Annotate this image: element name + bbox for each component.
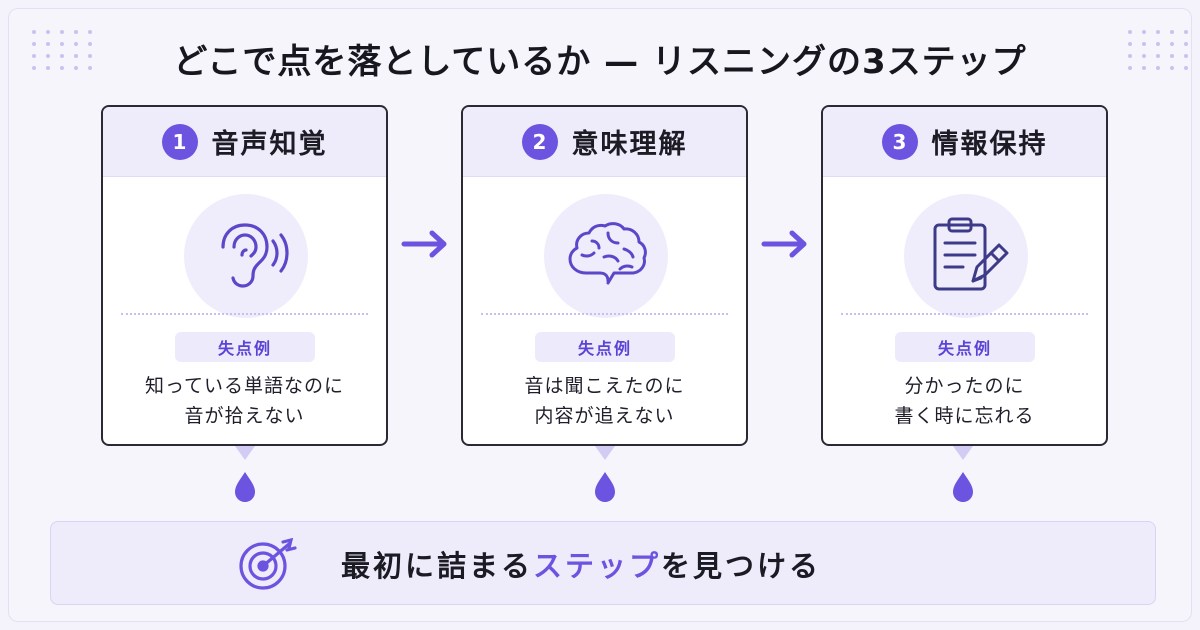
step-header: 2 意味理解 <box>463 107 746 177</box>
arrow-right-icon <box>761 230 807 258</box>
step-number: 1 <box>161 123 198 160</box>
step-number: 2 <box>521 123 558 160</box>
drop-icon <box>235 446 255 502</box>
step-header: 1 音声知覚 <box>103 107 386 177</box>
step-number: 3 <box>881 123 918 160</box>
clipboard-pencil-icon <box>904 194 1028 318</box>
desc-line: 音が拾えない <box>184 405 305 427</box>
conclusion-text-after: を見つける <box>661 549 822 583</box>
desc-line: 分かったのに <box>904 375 1025 397</box>
target-icon <box>239 538 297 590</box>
divider <box>121 313 368 315</box>
desc-line: 内容が追えない <box>534 405 675 427</box>
decor-dots-right <box>1128 30 1190 70</box>
step-header: 3 情報保持 <box>823 107 1106 177</box>
step-card-3: 3 情報保持 失点例 分かったのに 書く時に忘れる <box>821 105 1108 446</box>
step-title: 音声知覚 <box>211 129 328 160</box>
desc-line: 書く時に忘れる <box>894 405 1035 427</box>
conclusion-text-highlight: ステップ <box>533 549 662 583</box>
step-description: 音は聞こえたのに 内容が追えない <box>463 371 746 431</box>
ear-icon <box>184 194 308 318</box>
arrow-right-icon <box>401 230 447 258</box>
step-title: 意味理解 <box>571 129 688 160</box>
loss-example-badge: 失点例 <box>895 332 1035 362</box>
divider <box>841 313 1088 315</box>
step-card-2: 2 意味理解 失点例 音は聞こえたのに 内容が追えない <box>461 105 748 446</box>
desc-line: 音は聞こえたのに <box>524 375 685 397</box>
page-title: どこで点を落としているか — リスニングの3ステップ <box>173 42 1027 82</box>
brain-icon <box>544 194 668 318</box>
drop-icon <box>595 446 615 502</box>
loss-example-badge: 失点例 <box>535 332 675 362</box>
step-title: 情報保持 <box>931 129 1048 160</box>
conclusion-banner: 最初に詰まる ステップ を見つける <box>50 521 1156 605</box>
conclusion-text-before: 最初に詰まる <box>341 549 534 583</box>
conclusion-text: 最初に詰まる ステップ を見つける <box>341 522 821 606</box>
step-card-1: 1 音声知覚 失点例 知っている単語なのに 音が拾えない <box>101 105 388 446</box>
loss-example-badge: 失点例 <box>175 332 315 362</box>
divider <box>481 313 728 315</box>
step-description: 知っている単語なのに 音が拾えない <box>103 371 386 431</box>
step-description: 分かったのに 書く時に忘れる <box>823 371 1106 431</box>
desc-line: 知っている単語なのに <box>144 375 345 397</box>
drop-icon <box>953 446 973 502</box>
decor-dots-left <box>32 30 94 70</box>
